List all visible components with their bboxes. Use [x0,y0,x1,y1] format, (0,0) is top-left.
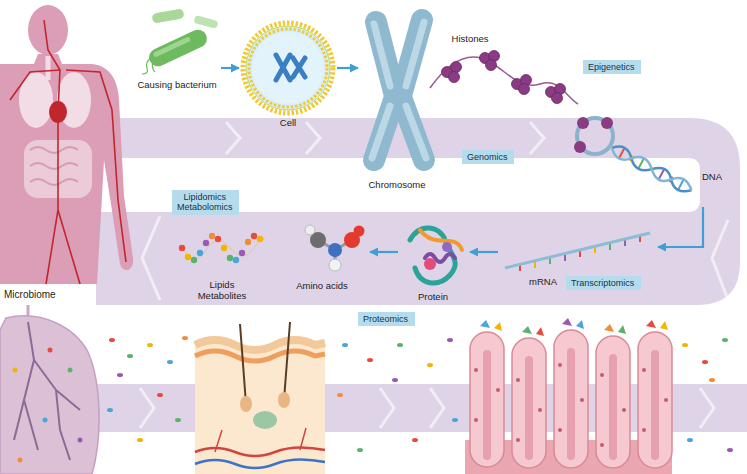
mrna [505,233,650,271]
omics-box: Proteomics [358,312,415,326]
box-label: Genomics [467,152,509,162]
caption-label: Chromosome [368,180,425,191]
caption-label: DNA [702,172,722,183]
box-label: Proteomics [363,314,410,324]
illustration-node: Amino acids [300,222,368,294]
omics-box: Lipidomics Metabolomics [172,190,239,215]
human-body [0,5,133,284]
omics-box: Genomics [462,150,514,164]
illustration-node: Cell [241,20,335,130]
bacteria [142,8,219,74]
histones [430,51,578,105]
text-label: Lipids Metabolites [198,280,247,302]
box-label: Transcriptomics [571,278,636,288]
flow-arrow [470,251,498,253]
illustration-node: DNA [560,110,727,205]
caption-label: Cell [280,118,296,129]
cell [243,23,333,113]
protein [410,228,462,283]
omics-box: Epigenetics [583,60,641,74]
caption-label: mRNA [529,277,557,288]
text-label: Microbiome [4,289,56,301]
box-label: Epigenetics [588,62,636,72]
text-label: Histones [452,34,489,45]
caption-label: Amino acids [296,281,348,292]
illustration-node: Protein [400,218,468,304]
flow-arrow [337,67,358,69]
box-label: Lipidomics Metabolomics [177,192,233,213]
chromosome [372,20,426,160]
flow-arrow [221,67,239,69]
caption-label: Causing bacterium [137,80,216,91]
intestinal-villi [465,318,672,474]
omics-box: Transcriptomics [566,276,641,290]
amino-acid-model [305,225,365,271]
dna [574,117,694,196]
lung-microbiome [0,316,99,474]
illustration-node: Causing bacterium [135,8,219,92]
lipid-chain [179,233,264,263]
illustration-node: Chromosome [360,8,440,195]
skin-section [195,322,325,474]
microbe-confetti [107,336,733,452]
flow-arrow [370,251,398,253]
flow-arrow [658,207,703,247]
caption-label: Protein [418,292,448,303]
